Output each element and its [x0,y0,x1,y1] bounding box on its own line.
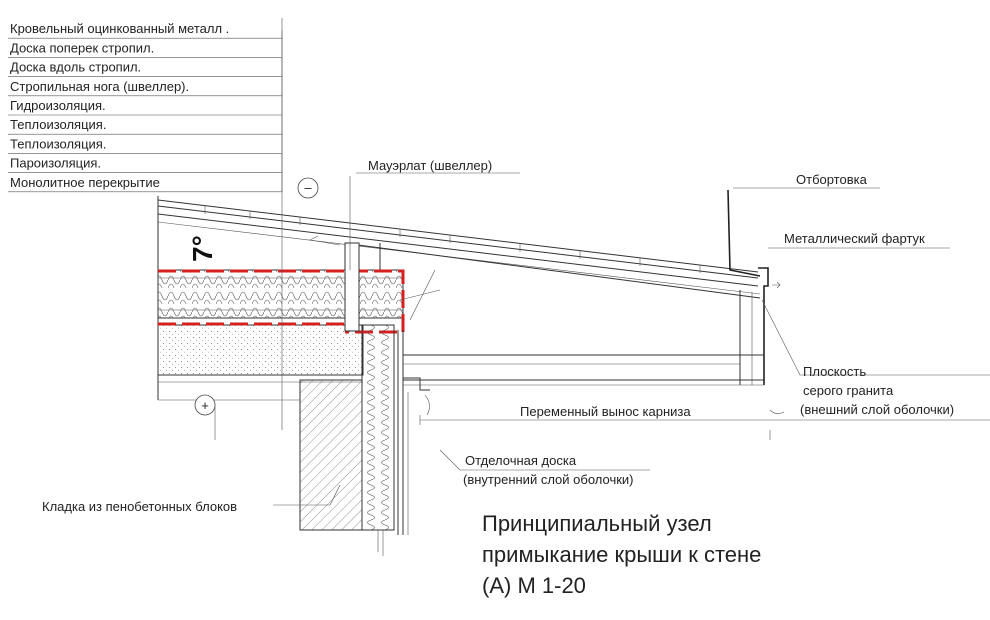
title-line-3: (А) М 1-20 [482,573,586,598]
layer-label: Пароизоляция. [10,156,101,171]
concrete-slab [157,324,364,376]
minus-symbol: – [297,177,319,199]
layer-label: Доска поперек стропил. [10,40,154,55]
roof-section [157,189,769,401]
mauerlat-channel [344,242,360,332]
label-board-1: Отделочная доска [465,453,577,468]
layer-label: Кровельный оцинкованный металл . [10,21,229,36]
label-masonry: Кладка из пенобетонных блоков [42,499,237,514]
svg-text:+: + [201,398,209,413]
waterproofing-outline [158,269,405,334]
label-board-2: (внутренний слой оболочки) [463,472,634,487]
layer-label: Теплоизоляция. [10,136,106,151]
flange [727,189,761,277]
batten-ticks [204,206,701,273]
insulation-layer [157,269,404,319]
wall-insulation [361,324,395,531]
layer-label: Монолитное перекрытие [10,175,160,190]
foam-concrete-masonry [299,379,363,531]
slope-angle: 7° [187,235,218,262]
leaders [214,30,990,506]
svg-text:–: – [304,180,312,195]
roof-rafter-top [157,213,759,287]
layer-label: Доска вдоль стропил. [10,60,141,75]
metal-apron [758,267,769,385]
layer-label: Гидроизоляция. [10,98,106,113]
title-line-2: примыкание крыши к стене [482,542,761,567]
layer-legend: Кровельный оцинкованный металл . Доска по… [8,18,283,193]
roof-metal-line [157,199,759,273]
roof-board-line [157,205,759,279]
label-flange: Отбортовка [796,172,868,187]
rafter-bottom-line [357,244,761,299]
layer-label: Теплоизоляция. [10,117,106,132]
label-granite-1: Плоскость [803,364,866,379]
label-overhang: Переменный вынос карниза [520,404,691,419]
layer-label: Стропильная нога (швеллер). [10,79,189,94]
label-granite-2: серого гранита [803,383,894,398]
air-flow-arrows [424,281,785,416]
label-granite-3: (внешний слой оболочки) [800,402,954,417]
plus-symbol: + [194,394,216,416]
label-mauerlat: Мауэрлат (швеллер) [368,158,492,173]
title-line-1: Принципиальный узел [482,511,712,536]
label-apron: Металлический фартук [784,231,925,246]
